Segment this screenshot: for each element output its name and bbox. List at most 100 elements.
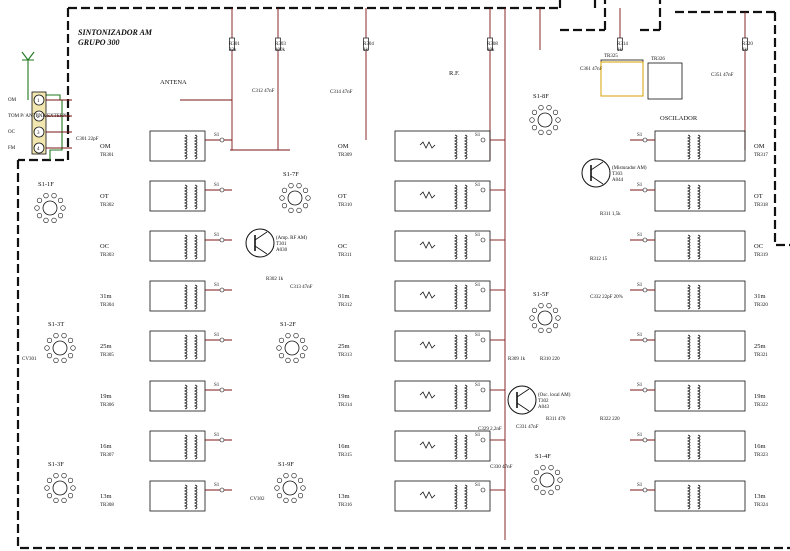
ant-switch-contact — [219, 237, 225, 243]
rotary-switch-contact — [297, 493, 304, 499]
band-label-ant: OM — [100, 143, 111, 150]
coil-ant-primary — [183, 234, 188, 260]
coil-osc-primary — [686, 484, 691, 510]
band-label-ant: 25m — [100, 343, 112, 350]
rotary-switch-contact — [529, 117, 535, 123]
connector-pin — [33, 94, 45, 106]
rotary-switch-contact — [552, 109, 559, 115]
rotary-switch-contact — [531, 307, 538, 313]
osc-switch-label: S1 — [637, 183, 643, 188]
rotary-switch-hub — [537, 310, 553, 326]
rotary-switch-contact — [540, 465, 546, 471]
coil-osc-secondary — [696, 184, 701, 210]
rotary-switch-contact — [285, 333, 291, 339]
ant-switch-label: S1 — [214, 133, 220, 138]
coil-osc-primary — [686, 434, 691, 460]
rotary-switch-contact — [554, 485, 561, 491]
schematic-title: SINTONIZADOR AM — [78, 28, 153, 37]
rotary-switches: S1-1FS1-3TS1-3FS1-7FS1-2FS1-9FS1-8FS1-5F… — [34, 93, 563, 503]
rotary-switch-contact — [36, 213, 43, 219]
transistor-type: A043 — [538, 405, 550, 410]
rotary-switch-contact — [555, 315, 561, 321]
rotary-switch-contact — [291, 473, 297, 479]
band-label-ant: 13m — [100, 493, 112, 500]
rf-resistor — [419, 191, 436, 199]
rotary-switch-contact — [281, 187, 288, 193]
rotary-switch-label: S1-7F — [283, 171, 299, 178]
ant-switch-contact — [219, 287, 225, 293]
rotary-switch-label: S1-5F — [533, 291, 549, 298]
transformer-label-osc: TR319 — [754, 253, 768, 258]
coil-ant-secondary — [193, 184, 198, 210]
coil-osc-secondary — [696, 484, 701, 510]
coil-ant-secondary — [193, 234, 198, 260]
rotary-switch-contact — [57, 213, 64, 219]
transformer-label-osc: TR317 — [754, 153, 768, 158]
top-resistor-value: 1k — [363, 48, 369, 53]
if-transformer-tr325 — [600, 59, 644, 97]
transformer-label-rf: TR309 — [338, 153, 352, 158]
rf-switch-contact — [480, 137, 486, 143]
rotary-switch-label: S1-2F — [280, 321, 296, 328]
rotary-switch-contact — [276, 493, 283, 499]
rotary-switch-contact — [67, 493, 74, 499]
rf-block-frame — [394, 280, 491, 312]
rf-switch-contact — [480, 187, 486, 193]
band-label-osc: OM — [754, 143, 765, 150]
rf-switch-label: S1 — [475, 383, 481, 388]
osc-switch-label: S1 — [637, 233, 643, 238]
rotary-switch-contact — [305, 195, 311, 201]
antenna-wire — [21, 51, 63, 160]
section-antena: ANTENA — [160, 79, 187, 86]
osc-switch-label: S1 — [637, 383, 643, 388]
rotary-switch-contact — [296, 183, 302, 189]
ant-switch-label: S1 — [214, 433, 220, 438]
transformer-label-rf: TR315 — [338, 453, 352, 458]
rotary-switch-contact — [548, 465, 554, 471]
rotary-switch-contact — [278, 337, 285, 343]
top-resistor — [275, 37, 281, 51]
band-label-osc: 16m — [754, 443, 766, 450]
label-tr326: TR326 — [651, 57, 665, 62]
rotary-switch-label: S1-3F — [48, 461, 64, 468]
coil-ant-primary — [183, 484, 188, 510]
label-c314: C314 47nF — [330, 90, 353, 95]
connector-pin — [33, 126, 45, 138]
coil-ant-primary — [183, 134, 188, 160]
coil-osc-secondary — [696, 234, 701, 260]
rotary-switch-contact — [53, 473, 59, 479]
band-label-osc: 13m — [754, 493, 766, 500]
rotary-switch-contact — [67, 337, 74, 343]
rotary-switch-contact — [302, 345, 308, 351]
osc-switch-contact — [642, 437, 648, 443]
connector-pin-number: 1 — [37, 99, 40, 104]
rail-lines — [180, 8, 746, 540]
coil-ant-primary — [183, 334, 188, 360]
osc-block-frame — [654, 130, 746, 162]
transformer-label-osc: TR323 — [754, 453, 768, 458]
band-label-osc: 25m — [754, 343, 766, 350]
top-resistor-value: 1k — [742, 48, 748, 53]
ant-switch-label: S1 — [214, 383, 220, 388]
transformer-label-ant: TR307 — [100, 453, 114, 458]
top-resistor — [617, 37, 623, 51]
top-resistor — [742, 37, 748, 51]
rf-resistor — [419, 391, 436, 399]
rotary-switch-contact — [531, 477, 537, 483]
top-resistor-name: R301 — [229, 42, 240, 47]
coil-rf-primary — [453, 334, 458, 360]
rotary-switch-contact — [546, 105, 552, 111]
osc-switch-label: S1 — [637, 483, 643, 488]
coil-ant-secondary — [193, 134, 198, 160]
rotary-switch-contact — [53, 357, 59, 363]
transformer-label-osc: TR322 — [754, 403, 768, 408]
rotary-switch-contact — [533, 485, 540, 491]
rotary-switch-hub — [52, 340, 68, 356]
ant-switch-contact — [219, 337, 225, 343]
section-oscilador: OSCILADOR — [660, 115, 698, 122]
label-r311b: R311 470 — [546, 417, 566, 422]
osc-switch-contact — [642, 387, 648, 393]
coil-ant-primary — [183, 384, 188, 410]
